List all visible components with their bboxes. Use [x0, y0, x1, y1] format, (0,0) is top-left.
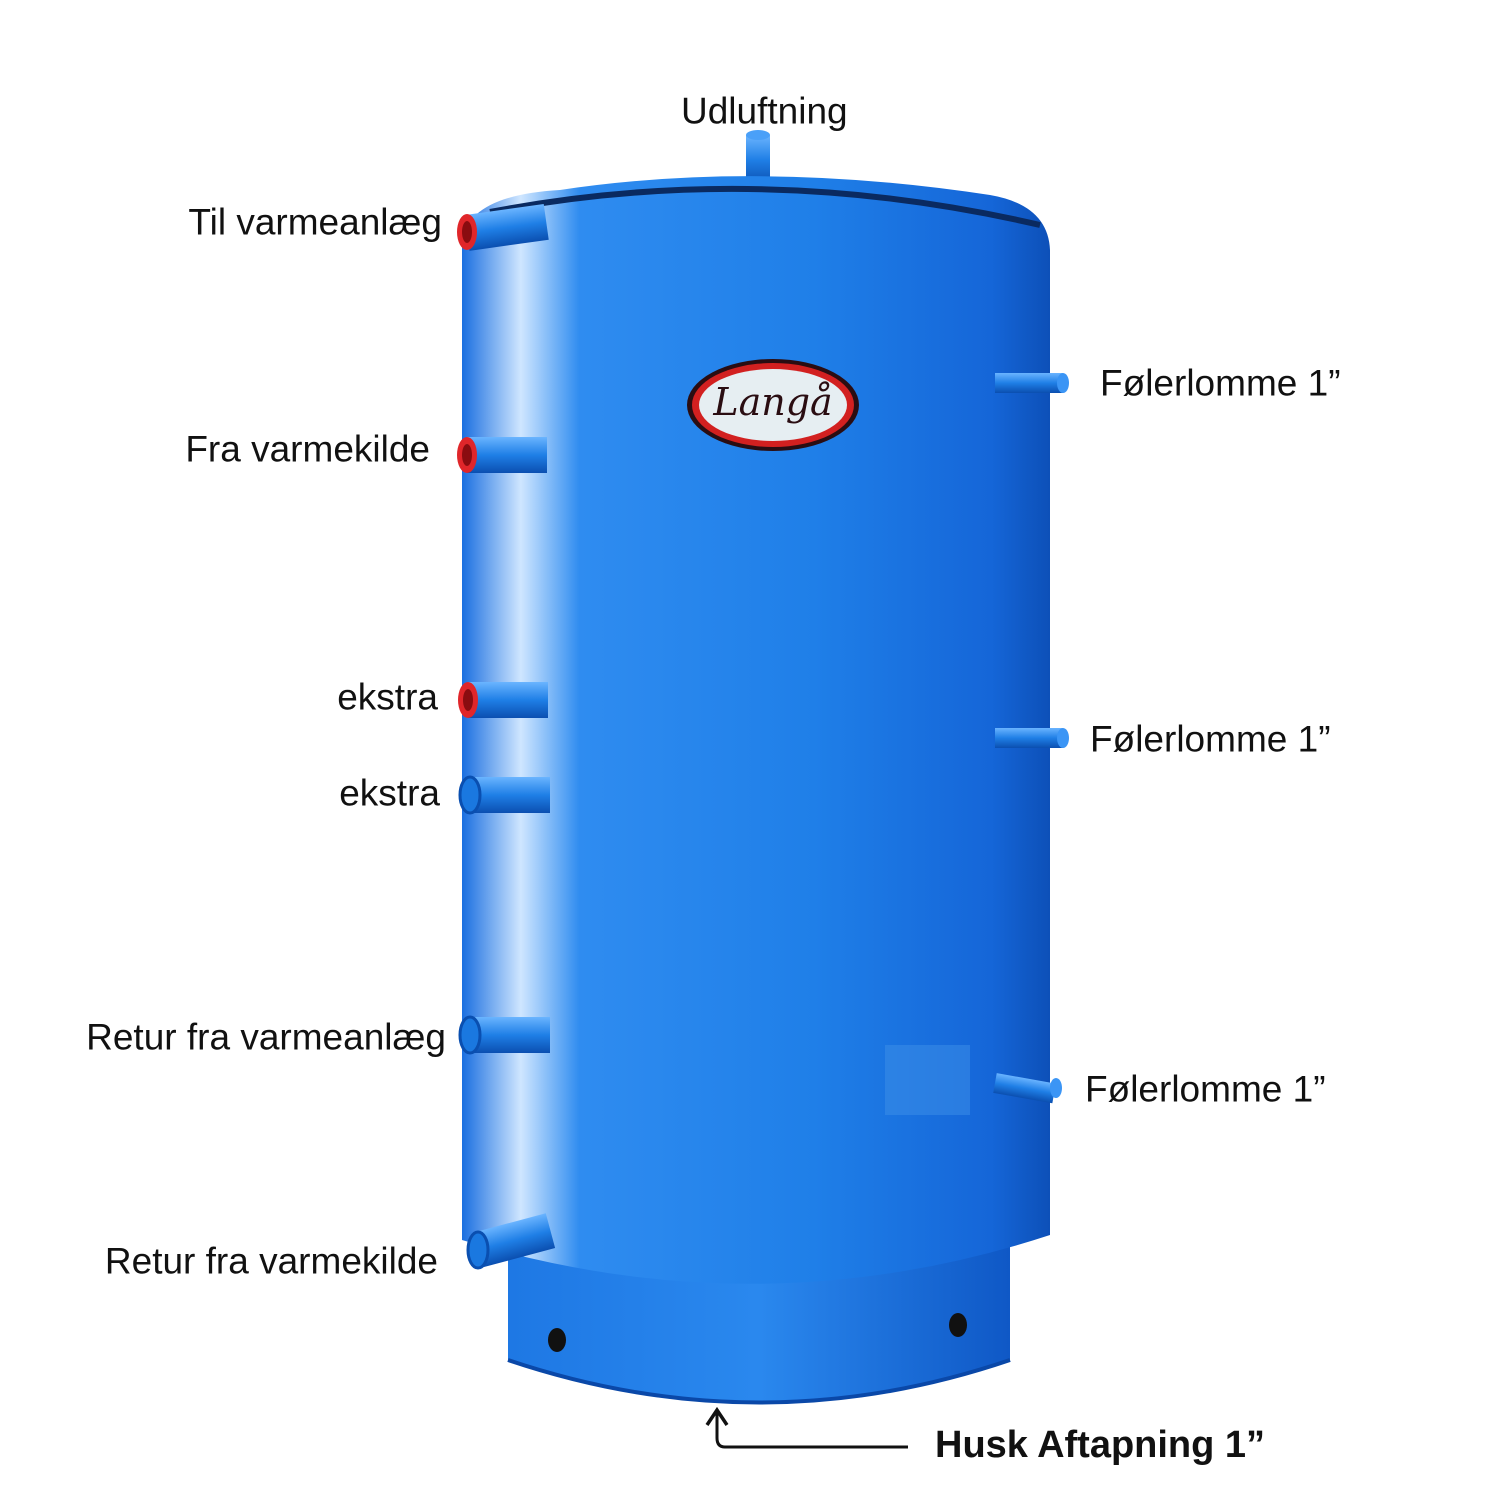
right-sensor-pockets — [993, 373, 1069, 1104]
connection-til-varmeanlaeg — [457, 204, 549, 251]
connection-fra-varmekilde — [457, 437, 547, 473]
label-folerlomme-1: Følerlomme 1” — [1100, 362, 1341, 404]
label-fra-varmekilde: Fra varmekilde — [185, 428, 430, 470]
sensor-pocket-3 — [993, 1073, 1062, 1104]
langa-logo — [687, 359, 859, 451]
label-ekstra-2: ekstra — [339, 772, 440, 814]
logo-text: Langå — [713, 380, 833, 424]
label-ekstra-1: ekstra — [337, 676, 438, 718]
sensor-pocket-2 — [995, 728, 1069, 748]
connection-retur-fra-varmeanlaeg — [458, 1015, 550, 1055]
tank-body — [462, 176, 1050, 1284]
sensor-pocket-1 — [995, 373, 1069, 393]
label-udluftning: Udluftning — [681, 90, 848, 132]
drain-arrow-icon — [705, 1406, 908, 1449]
label-retur-fra-varmekilde: Retur fra varmekilde — [104, 1240, 438, 1282]
left-connections — [457, 204, 556, 1270]
label-husk-aftapning: Husk Aftapning 1” — [935, 1424, 1266, 1466]
connection-ekstra-cold — [458, 775, 550, 815]
label-retur-fra-varmeanlaeg: Retur fra varmeanlæg — [86, 1016, 446, 1058]
label-folerlomme-2: Følerlomme 1” — [1090, 718, 1331, 760]
connection-retur-fra-varmekilde — [466, 1213, 556, 1270]
label-til-varmeanlaeg: Til varmeanlæg — [188, 201, 442, 243]
label-folerlomme-3: Følerlomme 1” — [1085, 1068, 1326, 1110]
connection-ekstra-hot — [458, 682, 548, 718]
